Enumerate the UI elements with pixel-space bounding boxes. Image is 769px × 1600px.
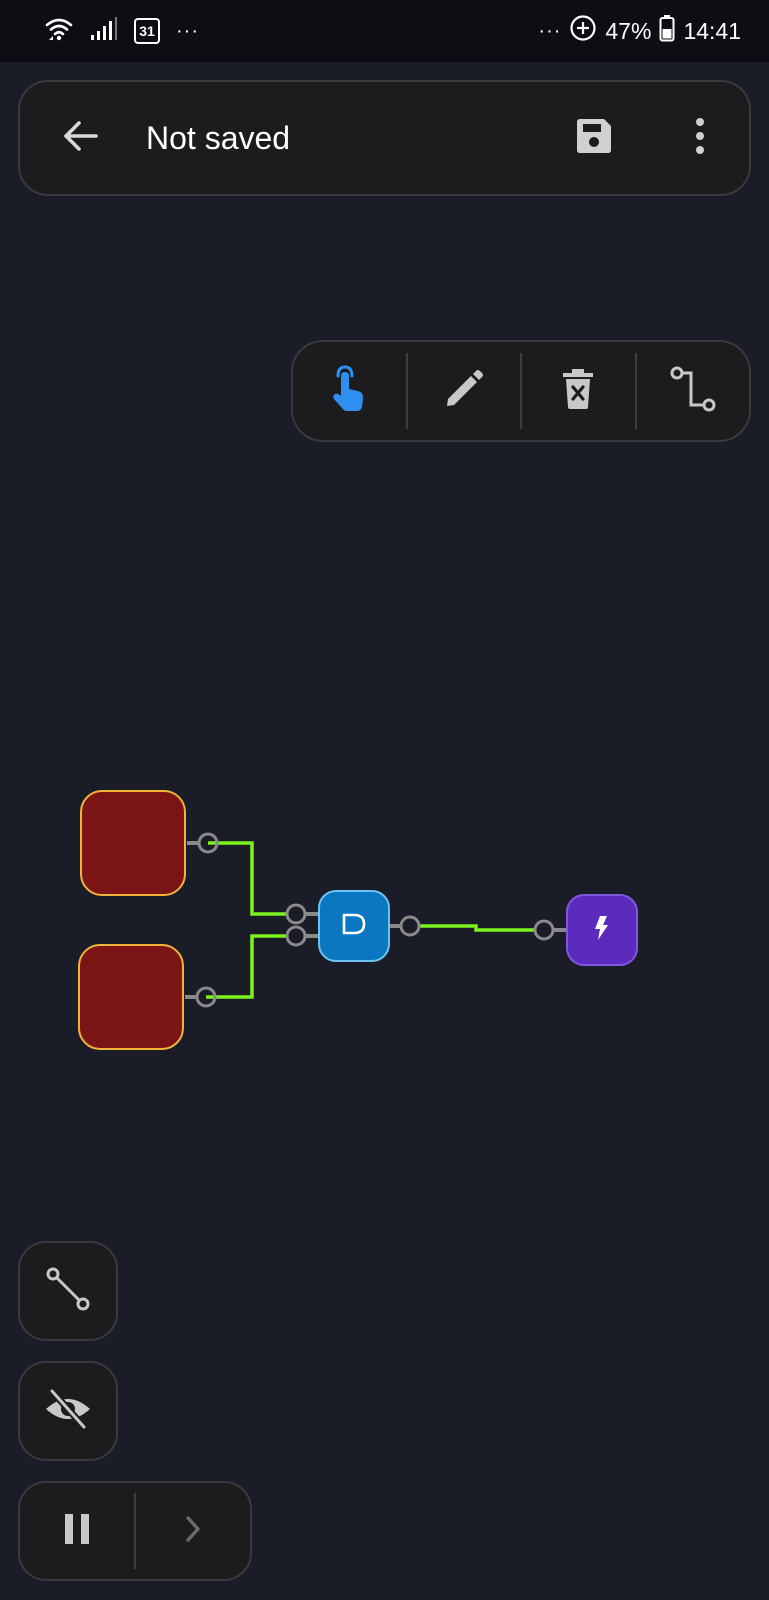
output-pin[interactable] [399, 915, 421, 937]
status-right: ··· 47% 14:41 [538, 14, 741, 48]
wire-and-to-output[interactable] [419, 924, 536, 932]
input-pin[interactable] [533, 919, 555, 941]
status-more: ··· [538, 19, 562, 42]
more-options-button[interactable] [676, 112, 724, 164]
floppy-disk-icon [573, 115, 615, 162]
wire-input2-to-and[interactable] [206, 934, 288, 999]
chevron-right-icon [183, 1514, 203, 1549]
signal-icon [90, 16, 118, 47]
lightning-bolt-icon [592, 914, 612, 947]
wire-route-icon [669, 365, 717, 418]
tool-separator [520, 353, 522, 429]
input-pin[interactable] [285, 925, 307, 947]
route-tool-button[interactable] [637, 342, 750, 440]
save-button[interactable] [568, 112, 620, 164]
arrow-back-icon [60, 116, 100, 161]
touch-hand-icon [325, 363, 373, 420]
power-output-node[interactable] [566, 894, 638, 966]
clock: 14:41 [683, 17, 741, 44]
wire-mode-button[interactable] [18, 1241, 118, 1341]
wifi-icon [44, 14, 74, 49]
battery-icon [659, 14, 675, 48]
select-tool-button[interactable] [293, 342, 406, 440]
page-title: Not saved [146, 120, 291, 156]
status-bar: 31 ··· ··· 47% 14:41 [0, 0, 769, 62]
output-pin[interactable] [197, 832, 219, 854]
status-left: 31 ··· [44, 14, 199, 48]
output-pin[interactable] [195, 986, 217, 1008]
and-gate-node[interactable] [318, 890, 390, 962]
step-forward-button[interactable] [136, 1483, 250, 1579]
pencil-icon [442, 367, 486, 416]
pause-button[interactable] [20, 1483, 134, 1579]
wire-line-icon [45, 1266, 91, 1317]
calendar-icon: 31 [134, 18, 160, 44]
pause-icon [62, 1513, 92, 1550]
edit-tool-button[interactable] [408, 342, 521, 440]
trash-x-icon [558, 367, 598, 416]
tool-bar [291, 340, 751, 442]
battery-percent: 47% [605, 17, 652, 44]
more-vertical-icon [694, 116, 706, 161]
simulation-controls [18, 1481, 252, 1581]
tool-separator [634, 353, 637, 429]
back-button[interactable] [54, 112, 106, 164]
input-pin[interactable] [285, 903, 307, 925]
delete-tool-button[interactable] [522, 342, 635, 440]
wire-input1-to-and[interactable] [208, 841, 288, 916]
notification-more: ··· [176, 19, 199, 42]
data-saver-icon [569, 14, 597, 48]
and-gate-icon [340, 912, 368, 941]
visibility-toggle-button[interactable] [18, 1361, 118, 1461]
control-separator [134, 1493, 136, 1569]
top-app-bar: Not saved [18, 80, 751, 196]
tool-separator [405, 353, 408, 429]
input-switch-node[interactable] [78, 944, 184, 1050]
eye-off-icon [43, 1387, 93, 1436]
input-switch-node[interactable] [80, 790, 186, 896]
